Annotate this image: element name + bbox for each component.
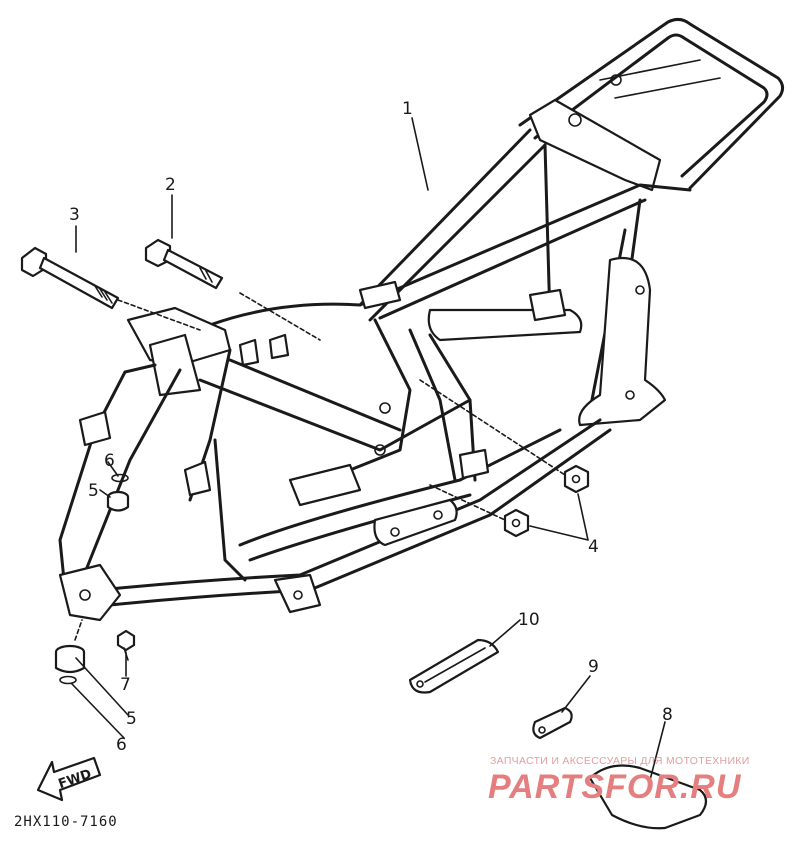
damper-upper xyxy=(106,490,130,512)
callout-6-upper: 6 xyxy=(104,451,115,471)
callout-10: 10 xyxy=(518,610,540,630)
watermark-logo: PARTSFOR.RU xyxy=(488,768,742,806)
callout-8: 8 xyxy=(662,705,673,725)
callout-6-lower: 6 xyxy=(116,735,127,755)
screw xyxy=(116,629,136,661)
main-frame xyxy=(58,17,785,622)
fwd-arrow: FWD xyxy=(36,756,102,802)
stay-long xyxy=(408,638,500,694)
stay-small xyxy=(532,706,573,740)
diagram-code: 2HX110-7160 xyxy=(14,814,118,830)
damper-lower xyxy=(54,644,86,674)
callout-2: 2 xyxy=(165,175,176,195)
callout-5-upper: 5 xyxy=(88,481,99,501)
plate xyxy=(588,764,708,830)
washer-upper xyxy=(111,473,129,483)
leader-lines xyxy=(71,117,666,781)
callout-3: 3 xyxy=(69,205,80,225)
washer-lower xyxy=(59,675,77,685)
watermark-tagline: ЗАПЧАСТИ И АКСЕССУАРЫ ДЛЯ МОТОТЕХНИКИ xyxy=(490,755,750,767)
nut-lower xyxy=(503,508,530,538)
callout-5-lower: 5 xyxy=(126,709,137,729)
callout-1: 1 xyxy=(402,99,413,119)
bolt-long xyxy=(20,246,120,310)
callout-7: 7 xyxy=(120,675,131,695)
callout-9: 9 xyxy=(588,657,599,677)
nut-upper xyxy=(563,464,590,494)
callout-4: 4 xyxy=(588,537,599,557)
bolt-short xyxy=(144,238,224,290)
